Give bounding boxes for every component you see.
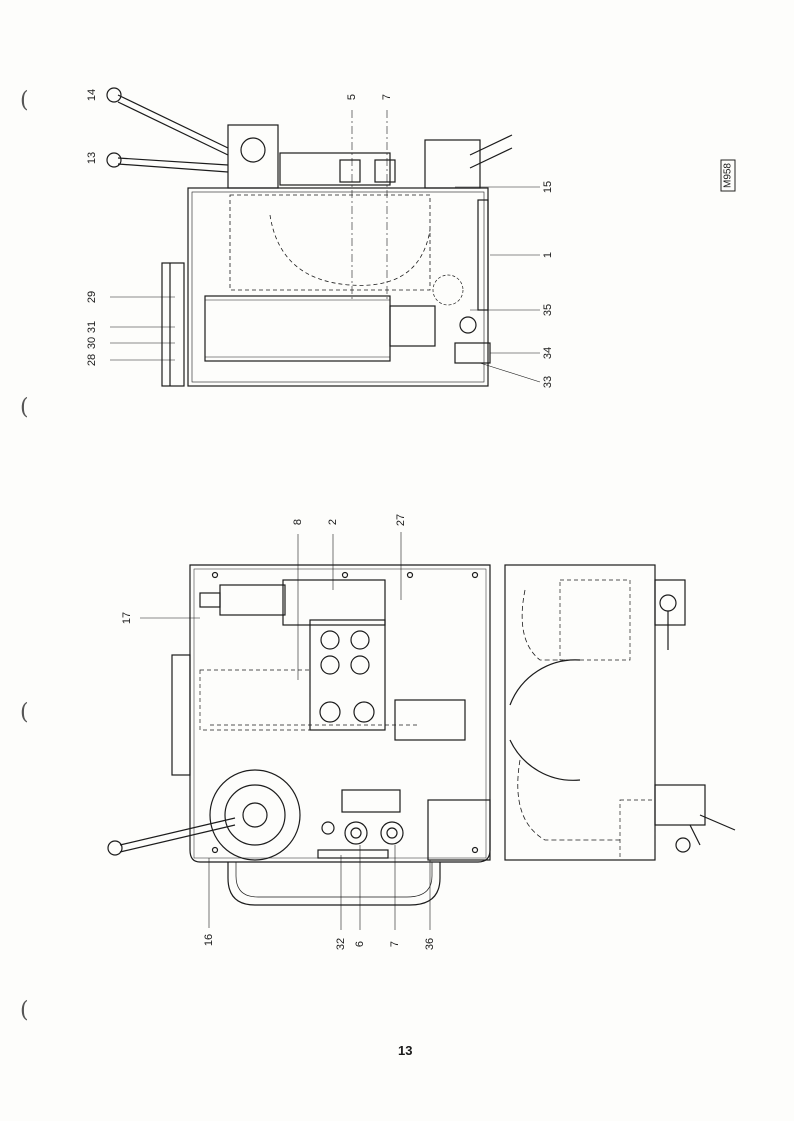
callout-label: 17 [121,611,133,625]
callout-label: 7 [381,93,393,101]
callout-label: 5 [346,93,358,101]
callout-label: 14 [86,88,98,102]
callout-label: 8 [292,518,304,526]
callout-label: 1 [542,251,554,259]
callout-label: 33 [542,375,554,389]
edge-mark: ( [20,998,29,1023]
callout-label: 27 [395,513,407,527]
callout-label: 7 [389,940,401,948]
callout-label: 28 [86,353,98,367]
callout-label: 34 [542,346,554,360]
callout-label: 15 [542,180,554,194]
top-assembly-view [106,87,541,387]
edge-mark: ( [20,700,29,725]
edge-mark: ( [20,395,29,420]
callout-label: 35 [542,303,554,317]
callout-label: 32 [335,937,347,951]
side-assembly-view [504,564,736,861]
callout-label: 36 [424,937,436,951]
page-number: 13 [398,1043,413,1058]
callout-label: 6 [354,940,366,948]
callout-label: 2 [327,518,339,526]
drawing-code: M958 [720,159,736,192]
callout-label: 29 [86,290,98,304]
edge-mark: ( [20,88,29,113]
callout-label: 13 [86,151,98,165]
front-assembly-view [107,532,491,930]
callout-label: 16 [203,933,215,947]
